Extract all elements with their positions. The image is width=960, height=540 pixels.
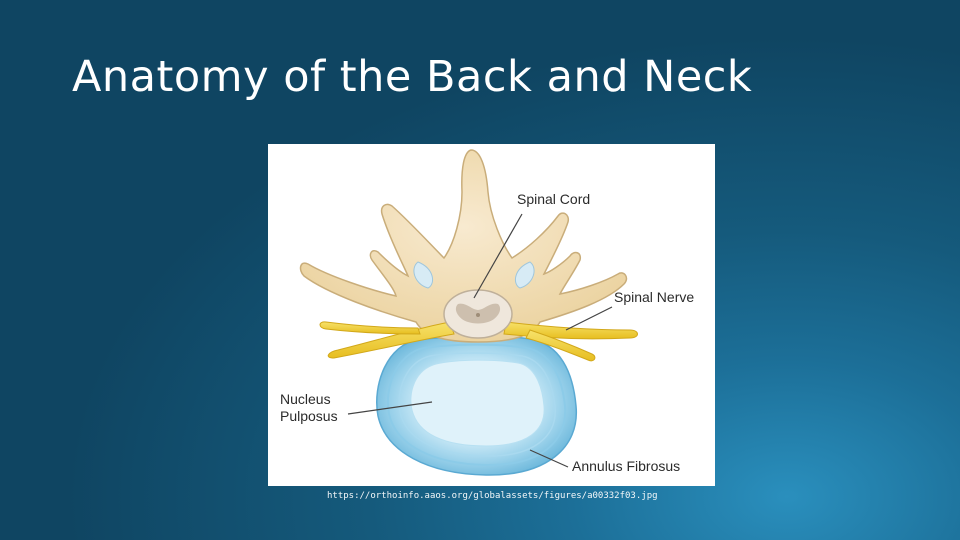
spinal-cord-leader bbox=[473, 213, 523, 299]
annulus-ring-line bbox=[387, 343, 567, 467]
nucleus-pulposus-shape bbox=[410, 359, 545, 447]
image-source-url: https://orthoinfo.aaos.org/globalassets/… bbox=[327, 491, 658, 501]
vertebral-arch bbox=[299, 149, 628, 343]
right-facet-joint bbox=[514, 261, 535, 289]
leader-lines bbox=[347, 213, 613, 468]
left-spinal-nerve-branch bbox=[319, 321, 421, 335]
annulus-ring-line-inner bbox=[398, 352, 556, 457]
nucleus-pulposus-label-line2: Pulposus bbox=[280, 408, 338, 424]
spinal-cord-label: Spinal Cord bbox=[517, 191, 591, 207]
annulus-fibrosus-leader bbox=[529, 449, 569, 468]
right-spinal-nerve bbox=[503, 321, 638, 340]
vertebra-cross-section-illustration bbox=[299, 149, 638, 476]
nucleus-pulposus-label: Nucleus Pulposus bbox=[280, 391, 338, 425]
vertebral-bone-shape bbox=[299, 149, 628, 343]
spinal-cord bbox=[443, 289, 513, 339]
nucleus-pulposus-label-line1: Nucleus bbox=[280, 391, 331, 407]
right-spinal-nerve-branch bbox=[525, 329, 596, 362]
nucleus-pulposus-leader bbox=[347, 401, 433, 415]
slide-title: Anatomy of the Back and Neck bbox=[72, 52, 753, 102]
intervertebral-disc bbox=[376, 335, 578, 476]
annulus-fibrosus-label: Annulus Fibrosus bbox=[572, 458, 681, 474]
spinal-nerve-leader bbox=[565, 306, 613, 331]
central-canal bbox=[476, 313, 480, 317]
spinal-nerves bbox=[319, 321, 638, 362]
spinal-nerve-label: Spinal Nerve bbox=[614, 289, 695, 305]
spine-anatomy-figure: Spinal Cord Spinal Nerve Nucleus Pulposu… bbox=[268, 144, 715, 486]
left-facet-joint bbox=[413, 261, 434, 289]
